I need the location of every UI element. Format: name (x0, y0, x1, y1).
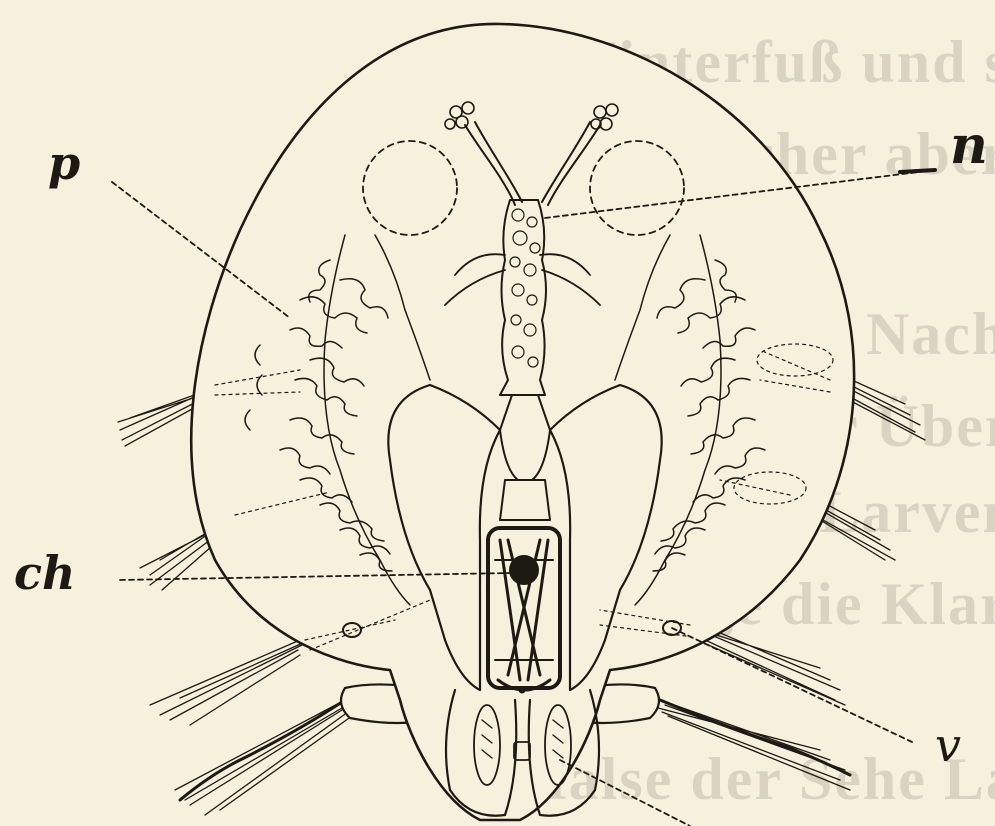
anal-dot (519, 687, 525, 693)
leader-bottom (560, 760, 690, 826)
leader-v (672, 628, 912, 742)
label-p: p (48, 140, 80, 186)
leader-n-tip (900, 170, 935, 172)
label-ch: ch (14, 550, 75, 596)
body-outline (191, 24, 854, 820)
label-n: n (950, 120, 988, 172)
label-v: v (935, 722, 961, 768)
